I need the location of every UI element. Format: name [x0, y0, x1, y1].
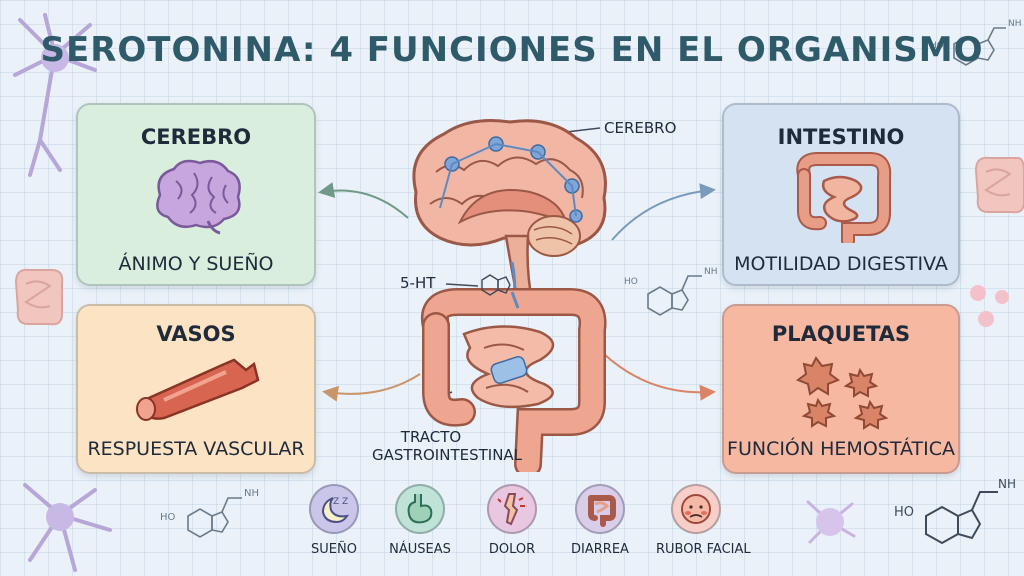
central-anatomy-illustration [412, 119, 607, 472]
symptom-sleep-label: SUEÑO [311, 542, 357, 557]
arrow-to-brain-card [318, 182, 409, 219]
molecule-ho: HO [930, 41, 944, 51]
symptom-pain: DOLOR [472, 484, 552, 557]
intestine-decoration-left [14, 268, 64, 326]
card-intestine: INTESTINO MOTILIDAD DIGESTIVA [722, 103, 960, 286]
symptom-pain-label: DOLOR [488, 542, 536, 557]
card-intestine-title: INTESTINO [777, 125, 905, 149]
center-label-5ht: 5-HT [400, 274, 436, 292]
card-brain-title: CEREBRO [140, 125, 252, 149]
card-brain: CEREBRO ÁNIMO Y SUEÑO [76, 103, 316, 286]
molecule-nh: NH [244, 488, 259, 499]
center-label-tract: TRACTO GASTROINTESTINAL [372, 428, 523, 464]
symptom-diarrhea-circle [575, 484, 625, 534]
molecule-decoration-bottom-left: HO NH [160, 488, 259, 538]
face-icon [681, 494, 711, 524]
symptom-flushing-label: RUBOR FACIAL [656, 542, 751, 557]
brain-icon [156, 159, 241, 235]
card-vessels: VASOS RESPUESTA VASCULAR [76, 304, 316, 474]
symptom-flushing-circle [671, 484, 721, 534]
symptom-sleep: Z Z SUEÑO [294, 484, 374, 557]
cell-decoration-bottom-right [806, 500, 856, 544]
molecule-ho: HO [160, 512, 176, 523]
platelet-decoration-right [970, 285, 1009, 327]
intestine-icon [588, 495, 616, 527]
card-platelets: PLAQUETAS FUNCIÓN HEMOSTÁTICA [722, 304, 960, 474]
neuron-decoration-top-left [13, 13, 97, 177]
platelets-icon [795, 356, 889, 430]
molecule-ho: HO [624, 277, 638, 287]
center-label-brain: CEREBRO [604, 119, 677, 137]
intestine-decoration-right [974, 156, 1024, 214]
intestine-icon [796, 152, 892, 243]
symptom-sleep-circle: Z Z [309, 484, 359, 534]
pointer-5ht-label [445, 283, 479, 287]
pointer-brain-label [565, 127, 601, 133]
molecule-nh: NH [704, 267, 718, 277]
card-vessels-text: RESPUESTA VASCULAR [87, 438, 305, 460]
page-title: SEROTONINA: 4 FUNCIONES EN EL ORGANISMO [40, 30, 984, 70]
molecule-ho: HO [894, 505, 914, 520]
center-label-tract-line-1: TRACTO [400, 428, 462, 446]
molecule-decoration-top-right: HO NH [930, 19, 1022, 66]
symptom-nausea-circle [395, 484, 445, 534]
card-brain-text: ÁNIMO Y SUEÑO [118, 253, 274, 275]
symptom-pain-circle [487, 484, 537, 534]
arrow-to-intestine-card [611, 183, 716, 241]
molecule-decoration-bottom-right: HO NH [894, 477, 1016, 545]
stomach-icon [407, 494, 433, 524]
symptom-diarrhea: DIARREA [560, 484, 640, 557]
card-vessels-title: VASOS [156, 322, 236, 346]
symptom-nausea: NÁUSEAS [380, 484, 460, 557]
neuron-decoration-bottom-left [23, 483, 112, 572]
molecule-nh: NH [1008, 19, 1022, 29]
pain-icon [497, 493, 525, 526]
molecule-nh: NH [998, 477, 1016, 491]
card-intestine-text: MOTILIDAD DIGESTIVA [734, 253, 948, 275]
card-platelets-title: PLAQUETAS [771, 322, 911, 346]
symptom-flushing: RUBOR FACIAL [656, 484, 751, 557]
molecule-decoration-mid-right: HO NH [624, 267, 718, 316]
center-label-tract-line-2: GASTROINTESTINAL [372, 446, 523, 464]
symptom-diarrhea-label: DIARREA [571, 542, 629, 557]
symptom-nausea-label: NÁUSEAS [389, 542, 451, 557]
arrow-to-platelets-card [603, 353, 716, 401]
zzz-text: Z Z [333, 497, 348, 507]
blood-vessel-icon [136, 358, 260, 421]
card-platelets-text: FUNCIÓN HEMOSTÁTICA [727, 438, 955, 460]
arrow-to-vessels-card [322, 373, 421, 402]
moon-icon: Z Z [321, 497, 350, 524]
